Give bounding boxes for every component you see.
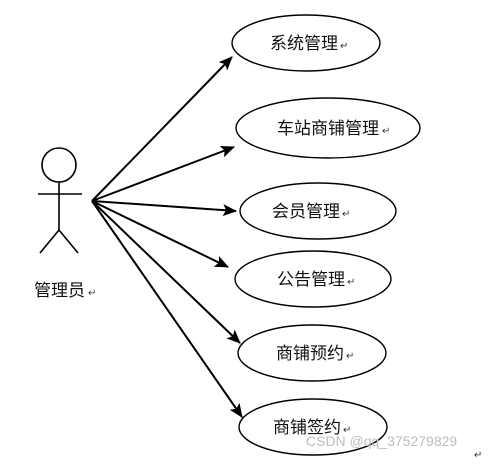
use-case-label: 系统管理: [270, 34, 338, 54]
use-case-label: 商铺预约: [276, 344, 344, 364]
use-case-ellipse: [238, 398, 388, 456]
use-case-6: 商铺签约 ↵: [238, 398, 388, 456]
actor-figure: [38, 147, 82, 254]
use-case-return-mark: ↵: [346, 351, 354, 362]
use-case-return-mark: ↵: [340, 41, 348, 52]
use-case-ellipse: [235, 97, 421, 159]
trailing-return-mark: ↵: [474, 450, 482, 461]
use-case-return-mark: ↵: [342, 209, 350, 220]
use-case-3: 会员管理 ↵: [239, 182, 397, 240]
association-arrow-2: [91, 146, 235, 202]
use-case-return-mark: ↵: [382, 126, 390, 137]
use-case-return-mark: ↵: [347, 277, 355, 288]
use-case-1: 系统管理 ↵: [231, 14, 381, 72]
use-case-5: 商铺预约 ↵: [237, 324, 387, 382]
csdn-watermark: CSDN @qq_375279829: [306, 433, 457, 449]
actor-left-leg: [39, 229, 60, 254]
association-arrow-6: [91, 200, 243, 418]
association-arrow-5: [91, 200, 241, 344]
use-case-label: 会员管理: [272, 202, 340, 222]
use-case-ellipse: [239, 182, 397, 240]
use-case-label: 商铺签约: [273, 418, 341, 438]
use-case-ellipse: [234, 250, 392, 308]
associations: [91, 56, 243, 418]
use-case-ellipse: [231, 14, 381, 72]
use-case-label: 公告管理: [277, 270, 345, 290]
use-case-4: 公告管理 ↵: [234, 250, 392, 308]
association-arrow-3: [91, 200, 237, 217]
use-case-label: 车站商铺管理: [277, 119, 379, 139]
use-case-2: 车站商铺管理 ↵: [235, 97, 421, 159]
actor-head: [41, 147, 77, 183]
actor-label: 管理员: [34, 281, 85, 301]
association-arrow-1: [91, 56, 233, 202]
actor-return-mark: ↵: [88, 288, 96, 299]
actor-right-leg: [58, 229, 79, 254]
use-case-return-mark: ↵: [343, 425, 351, 436]
association-arrow-4: [91, 200, 229, 268]
use-case-ellipse: [237, 324, 387, 382]
